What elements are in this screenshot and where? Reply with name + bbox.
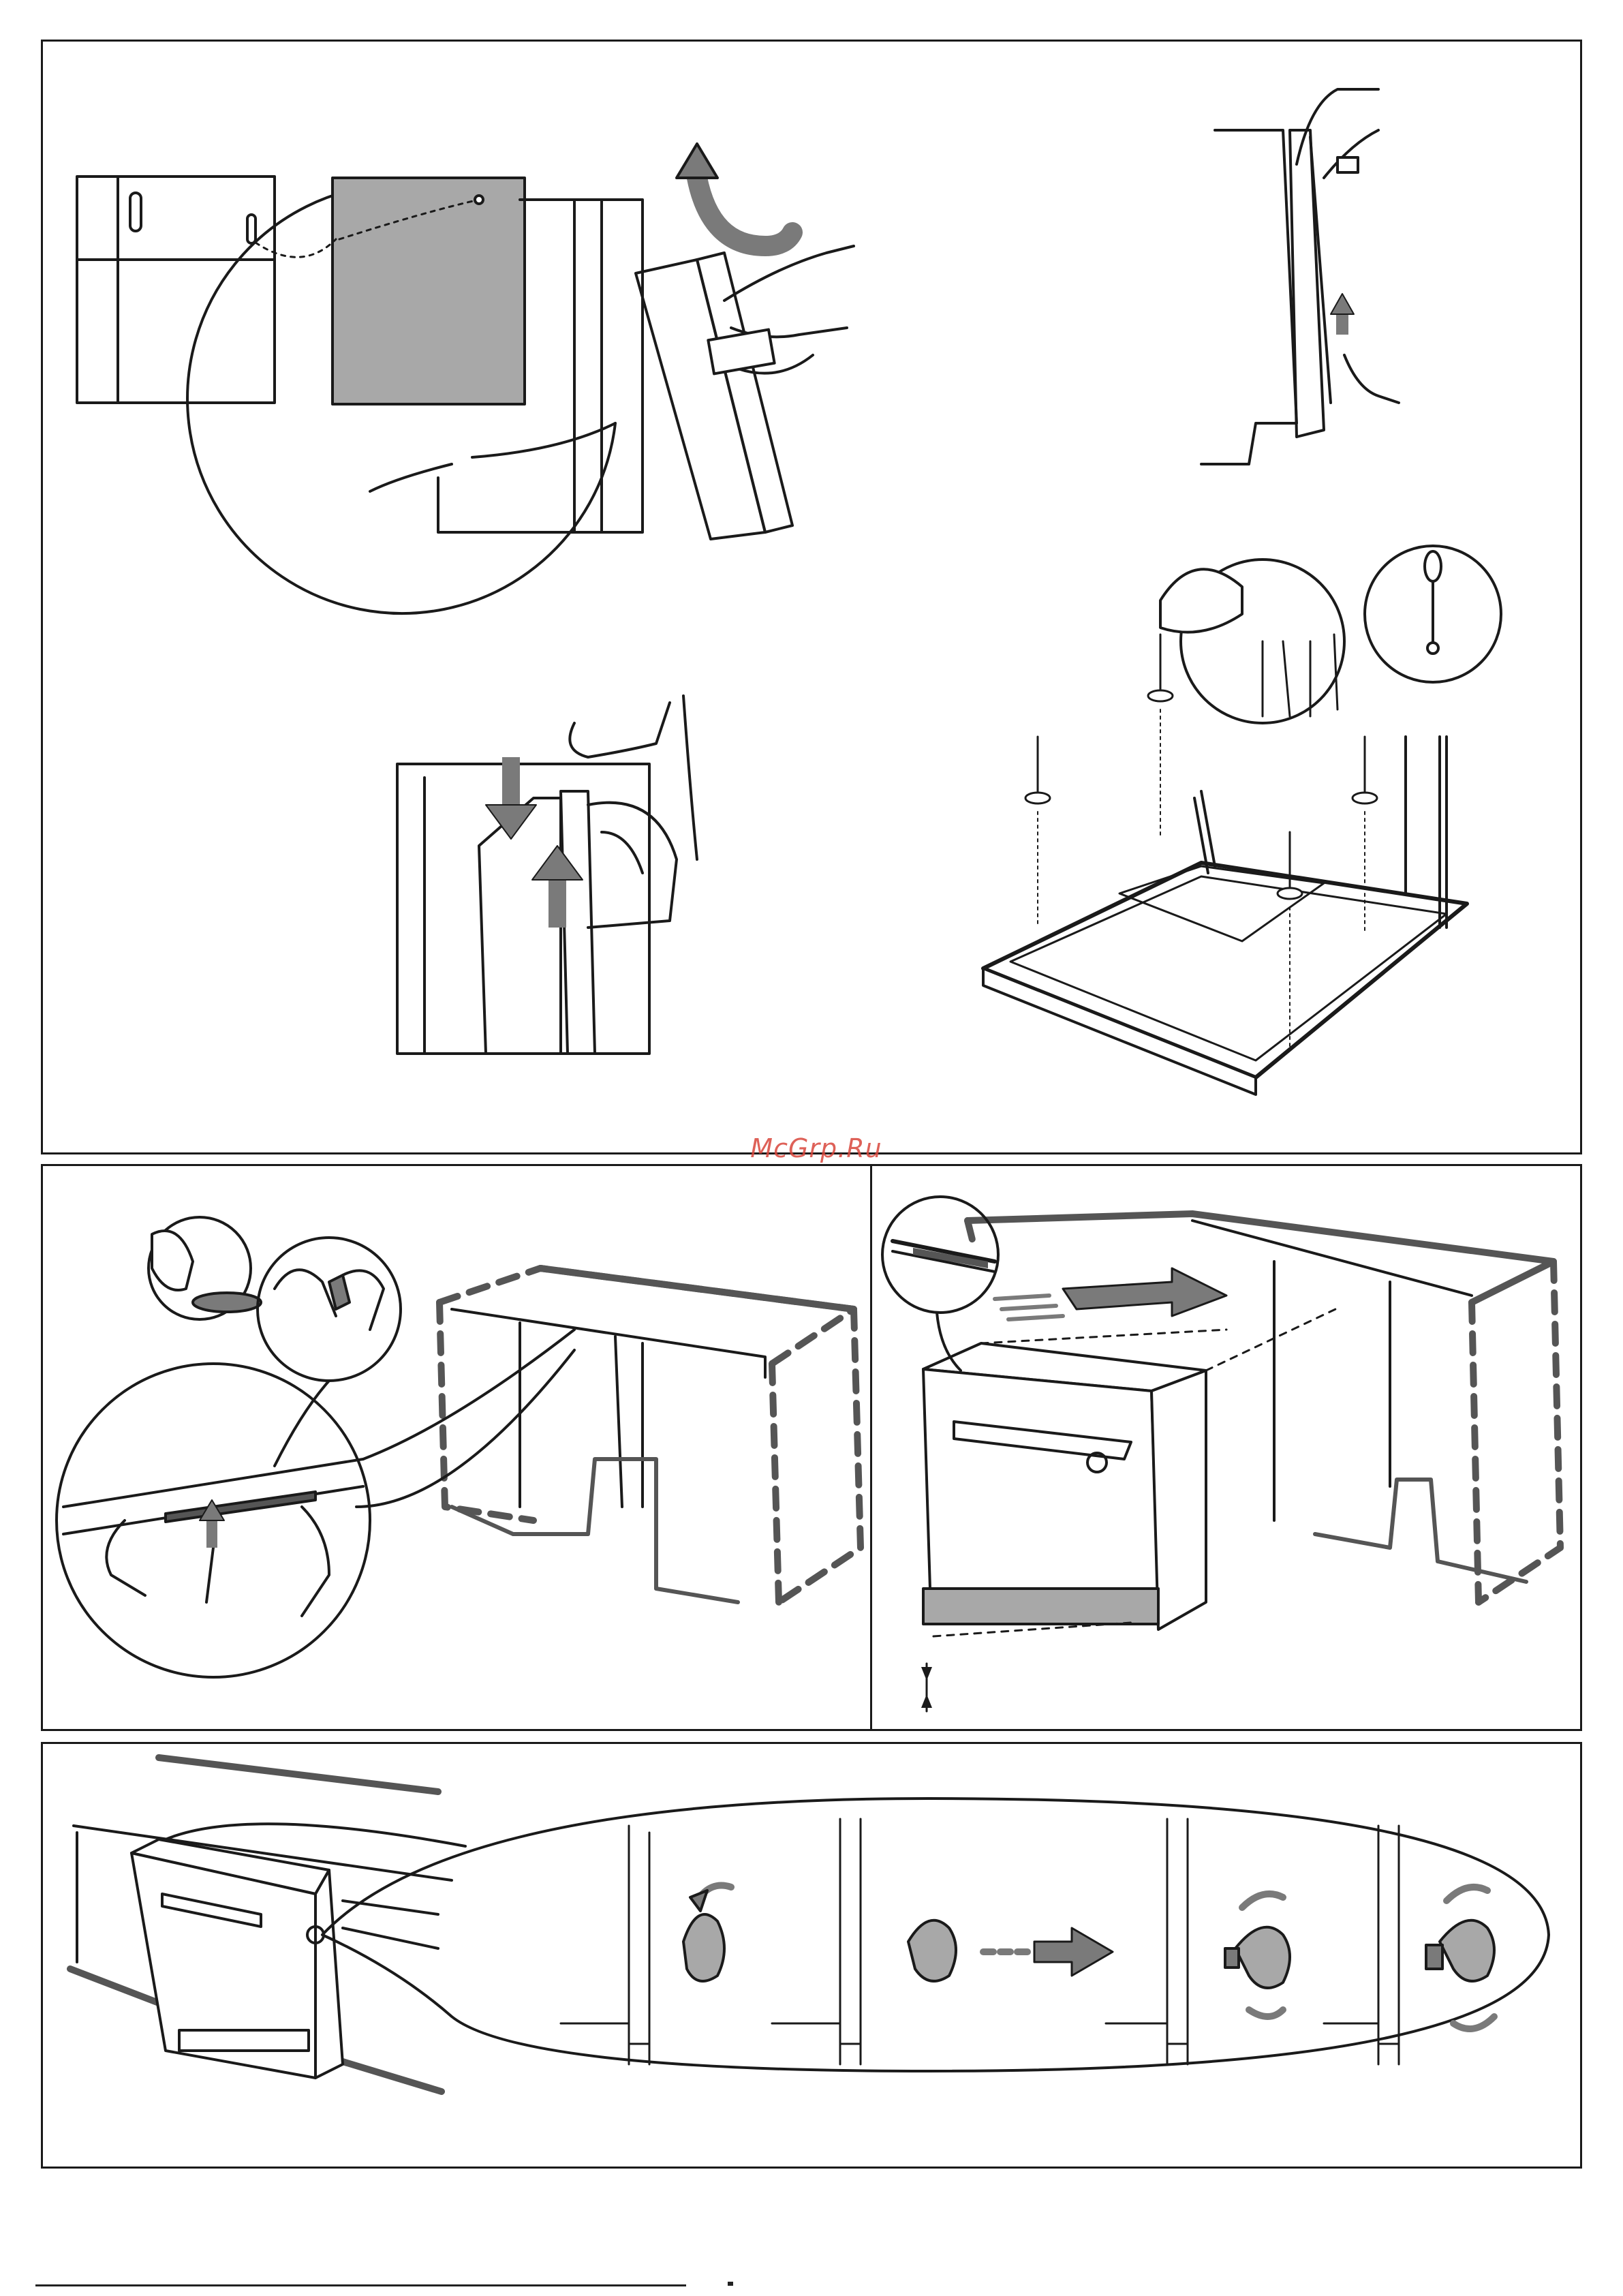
slide-in-illustration	[872, 1166, 1584, 1733]
panel-tape-application	[41, 1164, 872, 1731]
panel-door-fitting	[41, 40, 1582, 1154]
watermark-text: McGrp.Ru	[745, 1128, 888, 1169]
footer-rule	[35, 2284, 686, 2286]
panel-slide-in	[870, 1164, 1582, 1731]
footer-mark	[728, 2282, 733, 2286]
door-fitting-illustration	[43, 42, 1584, 1157]
tape-application-illustration	[43, 1166, 874, 1733]
adjustment-illustration	[43, 1744, 1584, 2171]
panel-adjustment	[41, 1742, 1582, 2169]
